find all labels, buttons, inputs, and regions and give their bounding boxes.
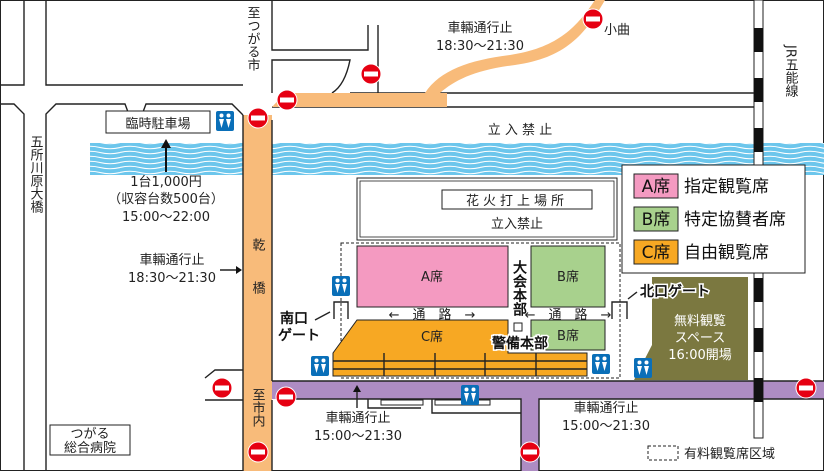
restroom-icon (592, 354, 610, 374)
no-entry-sign-icon (582, 8, 604, 30)
no-entry-sign-icon (360, 63, 382, 85)
ogamari-label: 小曲 (604, 23, 630, 38)
closure-time: 18:30〜21:30 (128, 271, 216, 286)
fireworks-no-entry: 立入禁止 (491, 217, 543, 232)
restroom-icon (311, 356, 329, 376)
free-space-line2: スペース (675, 331, 725, 346)
no-entry-sign-icon (247, 441, 269, 463)
jr-line-label: JR五能線 (783, 44, 799, 97)
parking-price: 1台1,000円 (130, 175, 202, 190)
free-space-line3: 16:00開場 (668, 348, 731, 363)
legend-key-a: A席 (642, 177, 671, 197)
north-gate-icon[interactable] (611, 301, 628, 319)
paid-seating-zone (340, 242, 621, 379)
b-seat-block-lower[interactable] (530, 319, 606, 351)
restroom-icon (634, 358, 652, 378)
restroom-icon (216, 111, 234, 131)
hq-label: 大会本部 (511, 259, 527, 317)
closure-time: 15:00〜21:30 (562, 419, 650, 434)
restroom-icon (332, 276, 350, 296)
orange-roads (243, 0, 605, 471)
fireworks-site-label: 花火打上場所 (466, 193, 568, 209)
paid-area-legend-swatch (647, 445, 679, 461)
parking-hours: 15:00〜22:00 (122, 210, 210, 225)
south-gate-label: 南口 (280, 310, 308, 327)
b-seat-block-upper[interactable] (530, 245, 606, 308)
closure-time: 15:00〜21:30 (314, 429, 402, 444)
hospital-label-2: 総合病院 (64, 441, 116, 456)
closure-label: 車輛通行止 (325, 411, 390, 426)
no-entry-sign-icon (211, 377, 233, 399)
no-entry-sign-icon (247, 107, 269, 129)
legend-key-b: B席 (642, 210, 671, 230)
inui-bridge-label: 乾橋 (250, 238, 266, 324)
a-seat-block[interactable] (356, 245, 509, 308)
no-entry-sign-icon (276, 89, 298, 111)
closure-label: 車輛通行止 (139, 253, 204, 268)
closure-label: 車輛通行止 (573, 401, 638, 416)
free-space-line1: 無料観覧 (674, 313, 726, 329)
legend-label-b: 特定協賛者席 (684, 210, 786, 230)
south-gate-icon[interactable] (333, 301, 349, 319)
to-tsugaru-label: 至つがる市 (245, 6, 261, 71)
no-entry-sign-icon (795, 377, 817, 399)
b-seat-label-lower: B席 (557, 328, 579, 344)
hospital-box (49, 424, 131, 456)
to-city-label: 至市内 (250, 388, 266, 428)
paid-area-legend-label: 有料観覧席区域 (684, 446, 775, 462)
no-entry-sign-icon (519, 441, 541, 463)
south-gate-label-2: ゲート (278, 327, 320, 344)
inui-bridge-road (243, 115, 272, 471)
no-entry-sign-icon (275, 386, 297, 408)
parking-capacity: （収容台数500台） (108, 191, 224, 207)
c-seat-block[interactable] (332, 319, 588, 377)
closure-label: 車輛通行止 (447, 21, 512, 36)
a-seat-label: A席 (421, 269, 443, 285)
c-seat-label: C席 (421, 329, 443, 345)
parking-box[interactable] (105, 110, 211, 134)
legend-key-c: C席 (642, 243, 671, 263)
restroom-icon (461, 385, 479, 405)
no-entry-area-label: 立 入 禁 止 (488, 123, 552, 138)
hospital-label: つがる (70, 427, 109, 442)
security-hq-label: 警備本部 (492, 335, 548, 352)
parking-title: 臨時駐車場 (125, 117, 190, 132)
seat-legend: A席 指定観覧席 B席 特定協賛者席 C席 自由観覧席 (621, 164, 806, 274)
closure-time: 18:30〜21:30 (436, 39, 524, 54)
goshogawara-bridge-label: 五所川原大橋 (28, 135, 44, 214)
b-seat-label: B席 (557, 269, 579, 285)
legend-label-c: 自由観覧席 (684, 243, 769, 263)
legend-label-a: 指定観覧席 (684, 177, 769, 197)
north-gate-label: 北口ゲート (640, 283, 710, 300)
passage-label: ← 通 路 → (389, 307, 476, 323)
passage-label-right: ← 通 路 → (525, 307, 612, 323)
free-viewing-space[interactable] (634, 277, 748, 380)
security-hq-marker (513, 322, 523, 332)
